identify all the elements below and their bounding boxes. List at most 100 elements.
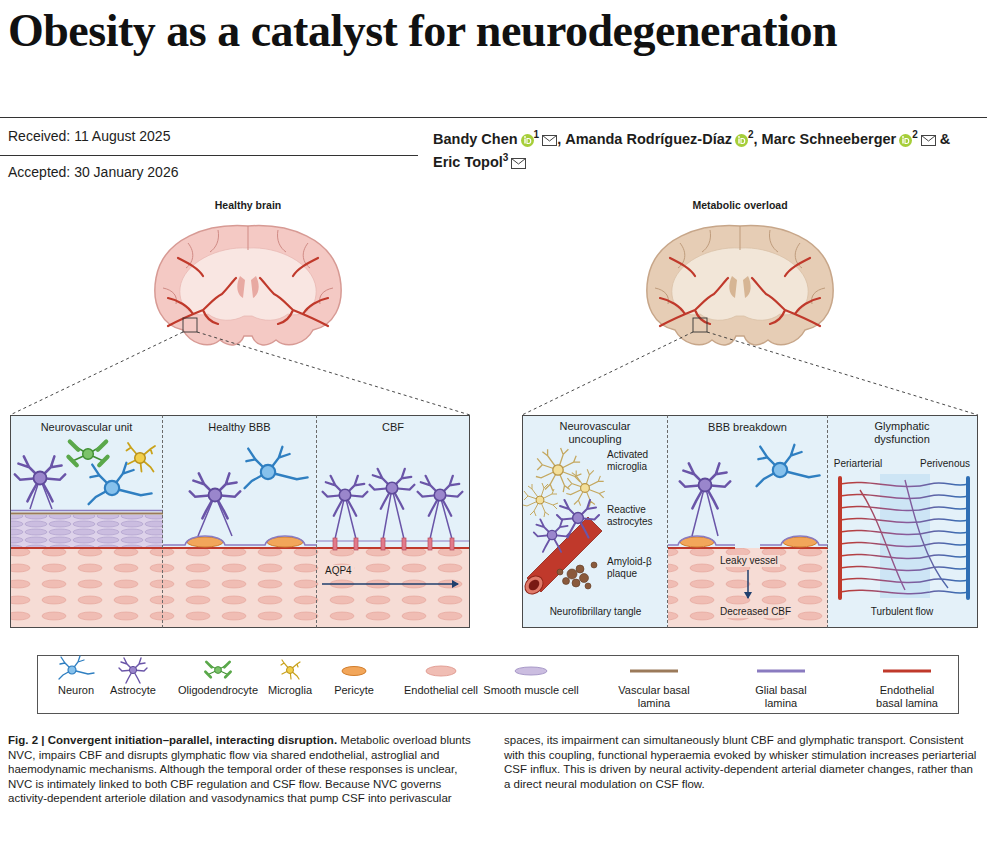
uncoupling-art <box>527 578 542 593</box>
email-icon <box>921 135 935 145</box>
callout-label: Decreased CBF <box>718 606 793 618</box>
cbf-art <box>333 538 337 550</box>
uncoupling-art <box>580 574 589 583</box>
uncoupling-art <box>557 562 597 589</box>
orcid-icon <box>527 138 531 143</box>
orcid-icon <box>524 136 526 138</box>
neurovascular-unit-art <box>10 515 163 547</box>
uncoupling-art <box>563 578 570 585</box>
bbb-breakdown-art <box>668 445 828 628</box>
glymphatic-art <box>840 566 968 570</box>
glymphatic-art <box>840 480 968 594</box>
legend-text: Pericyte <box>324 684 384 697</box>
bbb-breakdown-art <box>668 548 828 628</box>
cbf-art <box>370 469 415 509</box>
uncoupling-art <box>591 562 597 568</box>
glymphatic-art <box>840 494 968 498</box>
orcid-icon <box>738 138 739 143</box>
legend-text: Vascular basal lamina <box>614 684 694 710</box>
overloaded-brain <box>672 248 808 320</box>
neurovascular-unit-art <box>10 513 163 515</box>
caption-block: Fig. 2 | Convergent initiation–parallel,… <box>8 733 978 806</box>
cbf-art <box>317 469 470 628</box>
neurovascular-unit-art <box>15 456 65 501</box>
healthy-brain <box>155 226 341 345</box>
uncoupling-art <box>521 572 546 597</box>
healthy-bbb-art <box>245 447 308 488</box>
glymphatic-art <box>860 490 905 590</box>
cbf-art <box>354 538 358 550</box>
uncoupling-art <box>557 500 599 538</box>
legend-text: Endothelial basal lamina <box>867 684 947 710</box>
affiliation-number: 2 <box>912 129 918 140</box>
panel-box: Neurovascular uncouplingActivated microg… <box>522 415 668 628</box>
callout-label: Reactive astrocytes <box>605 504 667 528</box>
healthy-brain <box>163 226 333 304</box>
zoom-leaders <box>693 318 707 332</box>
legend-text: Astrocyte <box>103 684 163 697</box>
callout-label: Periarterial <box>828 458 888 470</box>
callout-label: AQP4 <box>323 565 354 577</box>
email-icon <box>512 158 526 164</box>
cbf-art <box>402 538 406 550</box>
cbf-art <box>317 547 470 549</box>
zoom-leaders <box>197 332 470 415</box>
neurovascular-unit-art <box>10 441 163 628</box>
glymphatic-art <box>840 482 968 486</box>
legend-text: Endothelial cell <box>396 684 486 697</box>
neurovascular-unit-art <box>68 441 107 465</box>
callout-label: Neurofibrillary tangle <box>524 606 667 618</box>
panel-box: CBFAQP4 <box>317 415 470 628</box>
email-icon <box>542 135 557 146</box>
uncoupling-art <box>521 448 605 598</box>
separator: , <box>557 131 561 147</box>
orcid-icon <box>899 134 912 147</box>
rule-lines <box>0 118 987 156</box>
legend-frame <box>119 658 147 683</box>
healthy-bbb-art <box>163 447 317 628</box>
panel-grounds <box>10 415 470 628</box>
author-name: Marc Schneeberger <box>762 131 897 147</box>
overloaded-brain <box>655 226 825 304</box>
orcid-icon <box>735 134 748 147</box>
title-text: Obesity as a catalyst for neurodegenerat… <box>8 4 837 57</box>
cbf-art <box>322 583 458 585</box>
legend-frame <box>59 656 94 679</box>
caption-title: Fig. 2 | Convergent initiation–parallel,… <box>8 734 337 746</box>
panel-grounds <box>522 415 978 628</box>
author-name: Bandy Chen <box>433 131 518 147</box>
uncoupling-art <box>572 579 580 587</box>
bbb-breakdown-art <box>692 485 718 536</box>
legend-frame <box>426 666 456 676</box>
legend-text: Oligodendrocyte <box>173 684 263 697</box>
email-icon <box>921 135 935 141</box>
uncoupling-art <box>557 569 563 575</box>
callout-label: Amyloid-β plaque <box>605 556 667 580</box>
panel-box: BBB breakdownLeaky vesselDecreased CBF <box>668 415 828 628</box>
orcid-icon <box>521 134 534 147</box>
glymphatic-art <box>880 474 930 598</box>
callout-label: Activated microglia <box>605 449 667 473</box>
legend-frame <box>205 662 230 677</box>
date-label: Received: 11 August 2025 <box>8 128 170 145</box>
separator: & <box>940 131 950 147</box>
cbf-art <box>450 538 454 550</box>
healthy-brain <box>155 226 341 345</box>
legend-frame <box>515 667 547 675</box>
overloaded-brain <box>660 258 820 326</box>
panel-heading: Healthy BBB <box>163 421 316 434</box>
overloaded-brain <box>729 276 750 298</box>
email-icon <box>512 158 526 168</box>
brain-heading: Healthy brain <box>148 199 348 212</box>
zoom-leaders <box>183 318 197 332</box>
cbf-art <box>333 538 454 550</box>
bbb-breakdown-art <box>668 536 828 545</box>
uncoupling-art <box>566 469 605 506</box>
uncoupling-art <box>567 569 577 579</box>
uncoupling-art <box>523 483 558 517</box>
bbb-breakdown-art <box>760 547 828 549</box>
neurovascular-unit-art <box>89 463 152 504</box>
orcid-icon <box>741 138 745 143</box>
